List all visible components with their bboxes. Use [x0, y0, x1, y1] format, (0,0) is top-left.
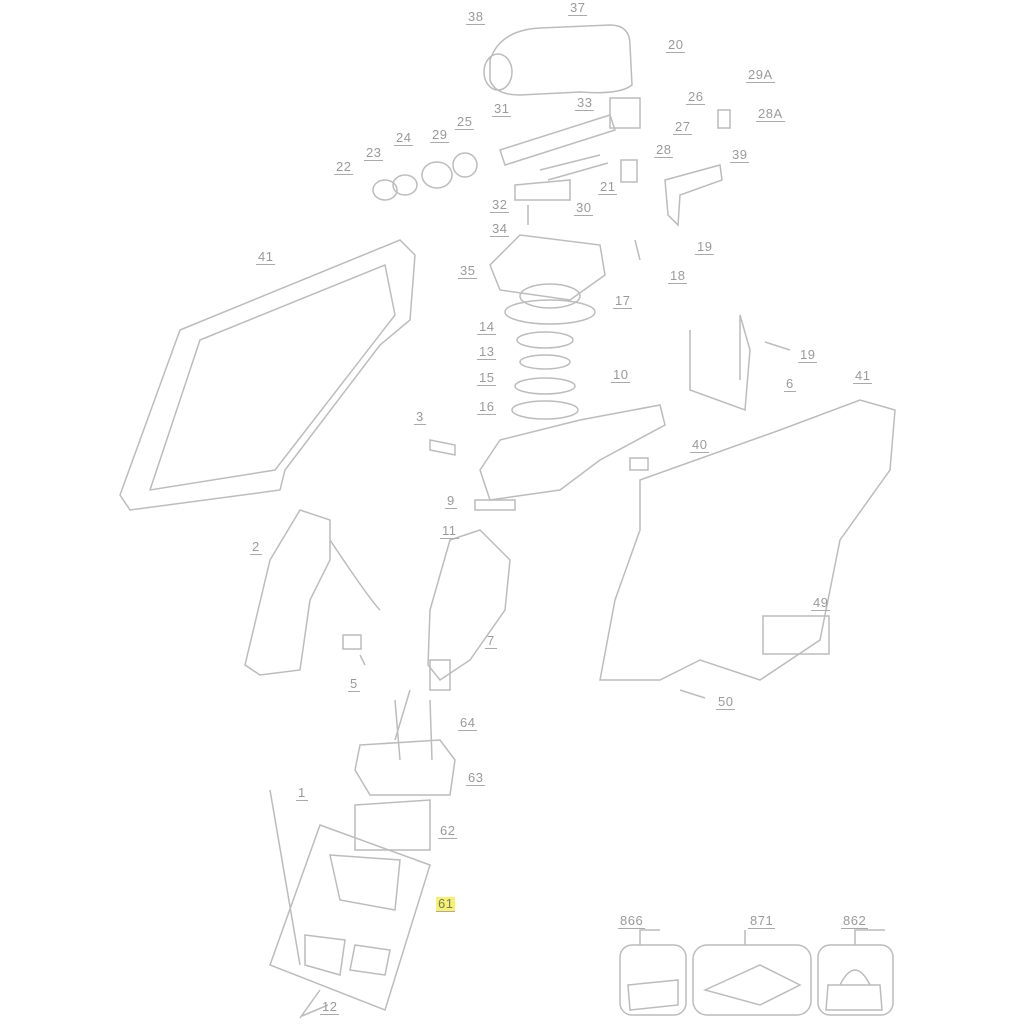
part-label: 14: [477, 319, 497, 335]
part-label: 16: [477, 399, 497, 415]
part-label: 866: [618, 913, 646, 929]
part-label: 2: [250, 539, 262, 555]
part-label: 29A: [746, 67, 775, 83]
part-label: 27: [673, 119, 693, 135]
part-label: 22: [334, 159, 354, 175]
part-label: 24: [394, 130, 414, 146]
part-label: 62: [438, 823, 458, 839]
part-label: 18: [668, 268, 688, 284]
part-label: 39: [730, 147, 750, 163]
part-label: 25: [455, 114, 475, 130]
right-housing-41: [599, 314, 896, 681]
part-label: 63: [466, 770, 486, 786]
part-label: 28A: [756, 106, 785, 122]
part-label: 37: [568, 0, 588, 16]
washers-22-29: [372, 152, 478, 201]
part-label: 28: [654, 142, 674, 158]
spindle-tube-part: [499, 97, 731, 227]
part-label: 41: [256, 249, 276, 265]
part-label: 13: [477, 344, 497, 360]
left-housing-41: [119, 239, 416, 511]
part-label: 64: [458, 715, 478, 731]
part-label: 33: [575, 95, 595, 111]
part-label: 9: [445, 493, 457, 509]
part-label-highlighted[interactable]: 61: [436, 896, 456, 912]
part-label: 26: [686, 89, 706, 105]
part-label: 30: [574, 200, 594, 216]
part-label: 1: [296, 785, 308, 801]
part-label: 29: [430, 127, 450, 143]
part-label: 35: [458, 263, 478, 279]
part-label: 31: [492, 101, 512, 117]
part-label: 862: [841, 913, 869, 929]
part-label: 5: [348, 676, 360, 692]
part-label: 38: [466, 9, 486, 25]
part-label: 11: [440, 523, 459, 539]
part-label: 50: [716, 694, 736, 710]
screws: [299, 205, 791, 1019]
gear-plate-35: [489, 234, 606, 420]
part-label: 6: [784, 376, 796, 392]
gear-housing-part-20: [483, 24, 633, 96]
part-label: 19: [695, 239, 715, 255]
part-label: 41: [853, 368, 873, 384]
part-label: 15: [477, 370, 497, 386]
motor-frame-10: [429, 404, 666, 501]
part-label: 34: [490, 221, 510, 237]
part-label: 3: [414, 409, 426, 425]
switch-assembly-2: [244, 509, 381, 676]
motor-parts-62-64: [354, 689, 456, 851]
part-label: 23: [364, 145, 384, 161]
part-label: 21: [598, 179, 618, 195]
part-label: 7: [485, 633, 497, 649]
part-label: 19: [798, 347, 818, 363]
accessory-boxes: [619, 929, 894, 1016]
part-label: 10: [611, 367, 631, 383]
part-label: 20: [666, 37, 686, 53]
part-label: 40: [690, 437, 710, 453]
board-kit-61: [269, 789, 431, 1017]
part-label: 49: [811, 595, 831, 611]
part-label: 871: [748, 913, 776, 929]
armature-7: [427, 499, 516, 691]
part-label: 12: [320, 999, 340, 1015]
part-label: 32: [490, 197, 510, 213]
part-label: 17: [613, 293, 633, 309]
